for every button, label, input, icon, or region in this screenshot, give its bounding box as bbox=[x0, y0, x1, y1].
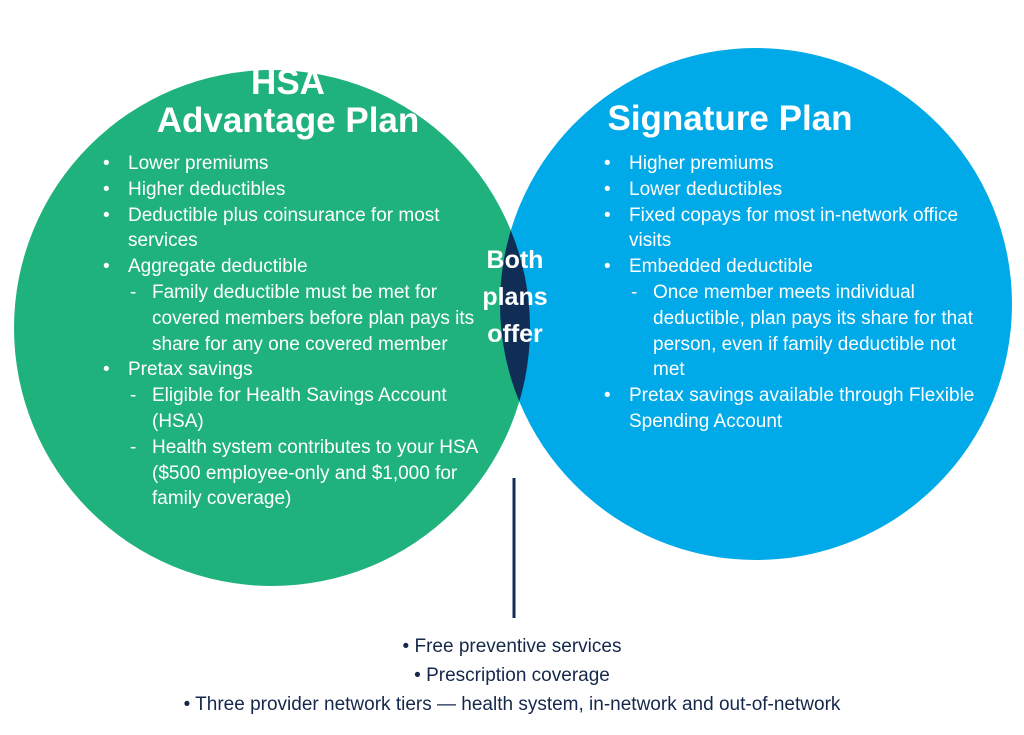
both-plans-offer-label: Both plans offer bbox=[463, 242, 567, 353]
list-item: Aggregate deductible Family deductible m… bbox=[100, 254, 492, 357]
list-item: Higher deductibles bbox=[100, 177, 492, 203]
sub-list: Eligible for Health Savings Account (HSA… bbox=[128, 383, 492, 512]
sub-bullet-text: Family deductible must be met for covere… bbox=[152, 281, 475, 355]
left-title-line1: HSA bbox=[251, 63, 325, 102]
sub-list: Once member meets individual deductible,… bbox=[629, 280, 991, 383]
signature-plan-title: Signature Plan bbox=[607, 99, 853, 138]
overlap-line1: Both bbox=[486, 246, 544, 274]
bullet-text: Lower deductibles bbox=[629, 178, 783, 200]
bullet-text: Deductible plus coinsurance for most ser… bbox=[128, 204, 440, 252]
sub-bullet-text: Health system contributes to your HSA ($… bbox=[152, 436, 478, 510]
list-item: Embedded deductible Once member meets in… bbox=[601, 254, 991, 383]
shared-item: • Prescription coverage bbox=[414, 665, 610, 686]
hsa-advantage-features-list: Lower premiums Higher deductibles Deduct… bbox=[100, 151, 492, 512]
hsa-advantage-plan-title: HSA Advantage Plan bbox=[120, 64, 456, 140]
overlap-line3: offer bbox=[487, 320, 543, 348]
list-item: Deductible plus coinsurance for most ser… bbox=[100, 203, 492, 255]
bullet-text: Higher deductibles bbox=[128, 178, 286, 200]
shared-features-list: • Free preventive services • Prescriptio… bbox=[0, 632, 1024, 719]
bullet-text: Pretax savings bbox=[128, 359, 253, 381]
sub-bullet-text: Once member meets individual deductible,… bbox=[653, 281, 974, 381]
signature-plan-features-list: Higher premiums Lower deductibles Fixed … bbox=[601, 151, 991, 435]
list-item: Pretax savings Eligible for Health Savin… bbox=[100, 357, 492, 512]
bullet-text: Higher premiums bbox=[629, 153, 774, 174]
bullet-text: Fixed copays for most in-network office … bbox=[629, 204, 959, 252]
sub-list-item: Family deductible must be met for covere… bbox=[128, 280, 492, 357]
list-item: Fixed copays for most in-network office … bbox=[601, 203, 991, 255]
sub-bullet-text: Eligible for Health Savings Account (HSA… bbox=[152, 385, 447, 432]
list-item: Higher premiums bbox=[601, 151, 991, 177]
bullet-text: Aggregate deductible bbox=[128, 256, 308, 278]
list-item: Pretax savings available through Flexibl… bbox=[601, 383, 991, 435]
shared-item: • Free preventive services bbox=[402, 636, 622, 657]
bullet-text: Embedded deductible bbox=[629, 256, 813, 278]
list-item: Lower deductibles bbox=[601, 177, 991, 203]
shared-item: • Three provider network tiers — health … bbox=[183, 694, 841, 715]
bullet-text: Pretax savings available through Flexibl… bbox=[629, 385, 975, 432]
sub-list: Family deductible must be met for covere… bbox=[128, 280, 492, 357]
sub-list-item: Once member meets individual deductible,… bbox=[629, 280, 991, 383]
left-title-line2: Advantage Plan bbox=[156, 100, 420, 140]
sub-list-item: Eligible for Health Savings Account (HSA… bbox=[128, 383, 492, 435]
sub-list-item: Health system contributes to your HSA ($… bbox=[128, 435, 492, 512]
bullet-text: Lower premiums bbox=[128, 153, 269, 174]
overlap-line2: plans bbox=[482, 283, 548, 311]
list-item: Lower premiums bbox=[100, 151, 492, 177]
